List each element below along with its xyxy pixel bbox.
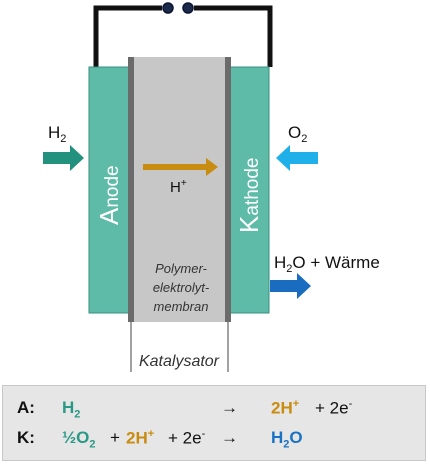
anode-eq-product-protons: 2H+ — [271, 398, 300, 418]
cathode-eq-prefix: K: — [17, 428, 35, 447]
proton-label: H+ — [170, 178, 187, 196]
anode-electrode — [88, 66, 130, 314]
membrane-label-line2: elektrolyt- — [153, 280, 210, 295]
anode-eq-reactant: H2 — [62, 398, 81, 421]
external-wire — [93, 5, 273, 67]
o2-input-arrow — [276, 145, 318, 171]
membrane-label-line3: membran — [154, 299, 209, 314]
cathode-eq-product: H2O — [271, 428, 303, 451]
anode-equation: A: H2 → 2H+ + 2e- — [3, 398, 425, 424]
anode-eq-electrons: + 2e- — [315, 398, 353, 418]
o2-input-label: O2 — [288, 123, 307, 145]
fuel-cell-diagram: Katalysator Polymer- elektrolyt- membran… — [43, 2, 380, 372]
catalyst-label: Katalysator — [139, 353, 220, 370]
catalyst-layer-left — [128, 57, 134, 322]
proton-arrow — [143, 158, 218, 176]
equations-box: A: H2 → 2H+ + 2e- K: ½O2 + 2H+ + 2e- → H… — [2, 385, 426, 461]
output-label: H2O + Wärme — [274, 253, 380, 275]
terminal-left — [162, 2, 174, 14]
cathode-eq-protons: 2H+ — [126, 428, 155, 448]
h2-input-arrow — [43, 145, 84, 171]
membrane-label-line1: Polymer- — [155, 261, 207, 276]
membrane — [134, 57, 225, 322]
cathode-eq-plus1: + — [110, 428, 120, 447]
cathode-eq-oxygen: ½O2 — [62, 428, 96, 451]
cathode-electrode — [228, 66, 270, 314]
cathode-label: Kathode — [234, 158, 264, 233]
anode-label: Anode — [94, 165, 124, 225]
cathode-equation: K: ½O2 + 2H+ + 2e- → H2O — [3, 428, 425, 454]
h2-input-label: H2 — [48, 123, 66, 145]
catalyst-layer-right — [225, 57, 231, 322]
output-arrow — [270, 273, 311, 299]
anode-eq-arrow: → — [221, 398, 238, 417]
anode-eq-prefix: A: — [17, 398, 35, 417]
cathode-eq-electrons: + 2e- — [168, 428, 206, 448]
cathode-eq-arrow: → — [221, 428, 238, 447]
terminal-right — [182, 2, 194, 14]
